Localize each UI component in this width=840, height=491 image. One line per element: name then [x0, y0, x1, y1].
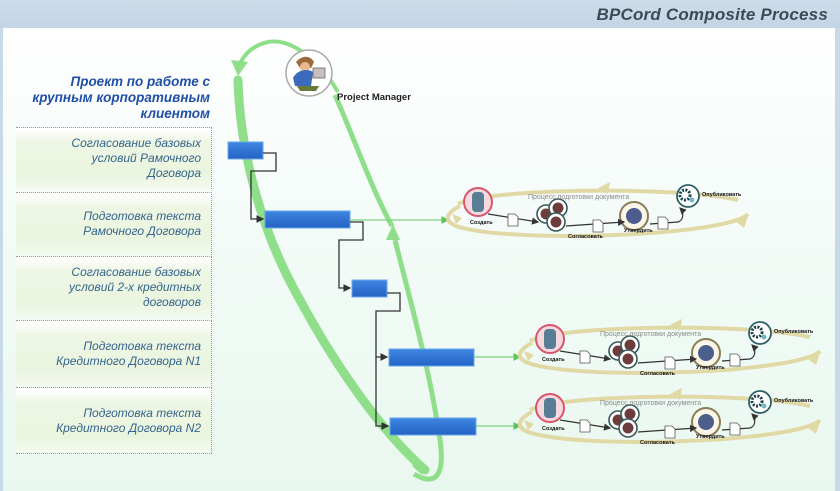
gantt-chart — [227, 141, 477, 436]
document-icon — [592, 219, 604, 233]
subprocess-step-label: Опубликовать — [774, 329, 814, 335]
loop-arrowhead — [736, 216, 748, 228]
document-icon — [507, 213, 519, 227]
approver-figure — [550, 216, 562, 228]
dependency-link — [250, 152, 277, 223]
phase-row-3[interactable]: Согласование базовых условий 2-х кредитн… — [16, 256, 212, 318]
dependency-link — [375, 292, 401, 361]
header-bar: BPCord Composite Process — [0, 0, 840, 28]
loop-arrowhead — [524, 351, 534, 361]
loop-arc-bottom — [517, 410, 822, 444]
phase-label: Подготовка текста Рамочного Договора — [83, 209, 201, 238]
gear-small — [689, 197, 695, 203]
loop-arrowhead — [808, 422, 820, 434]
subprocess-title: Процесс подготовки документа — [600, 331, 702, 338]
dependency-link — [375, 357, 390, 430]
subprocess-step-label: Опубликовать — [774, 398, 814, 404]
document-icon — [657, 216, 669, 230]
subprocess-step-label: Опубликовать — [702, 192, 742, 198]
approver-figure — [622, 353, 634, 365]
project-manager-avatar[interactable] — [285, 49, 333, 97]
phase-row-2[interactable]: Подготовка текста Рамочного Договора — [16, 192, 212, 255]
loop-arrowhead — [808, 353, 820, 365]
manager-figure — [698, 345, 714, 361]
gear-small — [761, 334, 767, 340]
subprocess-step-label: Согласовать — [568, 234, 603, 240]
phase-row-4[interactable]: Подготовка текста Кредитного Договора N1 — [16, 320, 212, 386]
subprocess-loop-1[interactable] — [445, 182, 750, 238]
gantt-dependencies — [250, 152, 401, 430]
loop-arrowhead — [670, 319, 682, 331]
gear-large — [750, 325, 764, 339]
approver-figure — [622, 422, 634, 434]
document-icon — [729, 422, 741, 436]
subprocess-connectors — [350, 216, 522, 430]
subprocess-step-label: Создать — [470, 220, 493, 226]
manager-figure — [698, 414, 714, 430]
document-icon — [579, 419, 591, 433]
phase-row-1[interactable]: Согласование базовых условий Рамочного Д… — [16, 127, 212, 189]
loop-arrowhead — [670, 388, 682, 400]
manager-figure — [626, 208, 642, 224]
loop-arrowhead — [452, 214, 462, 224]
document-icon — [729, 353, 741, 367]
subprocess-loop-3[interactable] — [517, 388, 822, 444]
subprocess-title: Процесс подготовки документа — [528, 194, 630, 201]
gantt-bar-1[interactable] — [227, 141, 264, 160]
subprocess-title: Процесс подготовки документа — [600, 400, 702, 407]
gantt-bar-3[interactable] — [351, 279, 388, 298]
flow-arrow — [649, 207, 687, 225]
subprocess-step-label: Создать — [542, 357, 565, 363]
author-figure — [544, 398, 556, 418]
gear-large — [678, 188, 692, 202]
document-icon — [664, 356, 676, 370]
role-label: Project Manager — [337, 92, 411, 103]
phase-divider — [16, 453, 212, 454]
document-icon — [664, 425, 676, 439]
document-icon — [579, 350, 591, 364]
loop-arrowhead — [524, 420, 534, 430]
loop-arc-bottom — [445, 204, 750, 238]
gantt-bar-2[interactable] — [264, 210, 351, 229]
subprocess-step-label: Утвердить — [696, 365, 725, 371]
approver-figure — [552, 202, 564, 214]
loop-arrowhead — [598, 182, 610, 194]
project-title: Проект по работе с крупным корпоративным… — [32, 74, 210, 121]
phase-label: Согласование базовых условий 2-х кредитн… — [68, 265, 201, 309]
subprocess-step-label: Согласовать — [640, 440, 675, 446]
phase-row-5[interactable]: Подготовка текста Кредитного Договора N2 — [16, 387, 212, 453]
gear-small — [761, 403, 767, 409]
phase-label: Подготовка текста Кредитного Договора N2 — [56, 405, 201, 435]
approver-figure — [624, 339, 636, 351]
gear-large — [750, 394, 764, 408]
subprocess-step-label: Утвердить — [696, 434, 725, 440]
subprocess-step-label: Создать — [542, 426, 565, 432]
author-figure — [472, 192, 484, 212]
loop-arc-bottom — [517, 341, 822, 375]
dependency-link — [338, 221, 364, 292]
flow-arrow — [721, 344, 759, 362]
header-title: BPCord Composite Process — [596, 5, 828, 24]
subprocess-step-label: Согласовать — [640, 371, 675, 377]
subprocess-loop-2[interactable] — [517, 319, 822, 375]
author-figure — [544, 329, 556, 349]
phase-label: Подготовка текста Кредитного Договора N1 — [56, 338, 201, 368]
gantt-bar-4[interactable] — [388, 348, 475, 367]
subprocess-step-label: Утвердить — [624, 228, 653, 234]
management-cycle-arrow — [231, 39, 444, 482]
flow-arrow — [721, 413, 759, 431]
gantt-bar-5[interactable] — [389, 417, 477, 436]
phase-label: Согласование базовых условий Рамочного Д… — [71, 136, 201, 180]
approver-figure — [624, 408, 636, 420]
